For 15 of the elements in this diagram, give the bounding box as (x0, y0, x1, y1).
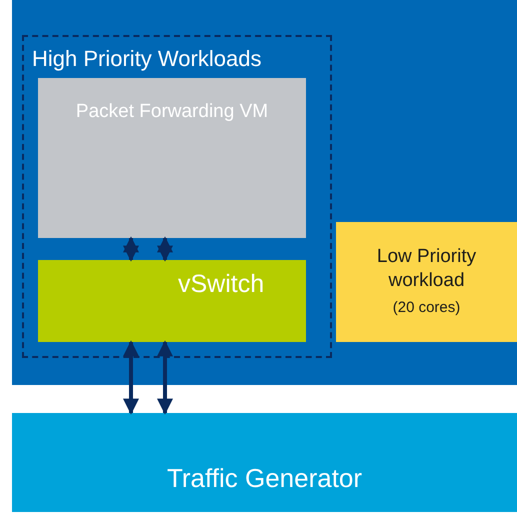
double-arrow (123, 236, 139, 262)
box-title: High Priority Workloads (31, 45, 262, 72)
group-box (22, 35, 332, 358)
double-arrow (123, 340, 139, 415)
box-title: Low Priority workload (376, 245, 478, 292)
workload-box (336, 222, 517, 342)
box-title: Traffic Generator (166, 462, 362, 495)
box-title: vSwitch (178, 269, 264, 300)
double-arrow (157, 340, 173, 415)
vm-box (38, 78, 306, 238)
vswitch-box (38, 260, 306, 342)
double-arrow (157, 236, 173, 262)
box-title: Packet Forwarding VM (76, 100, 268, 124)
box-note: (20 cores) (392, 298, 460, 318)
generator-box (12, 413, 517, 512)
